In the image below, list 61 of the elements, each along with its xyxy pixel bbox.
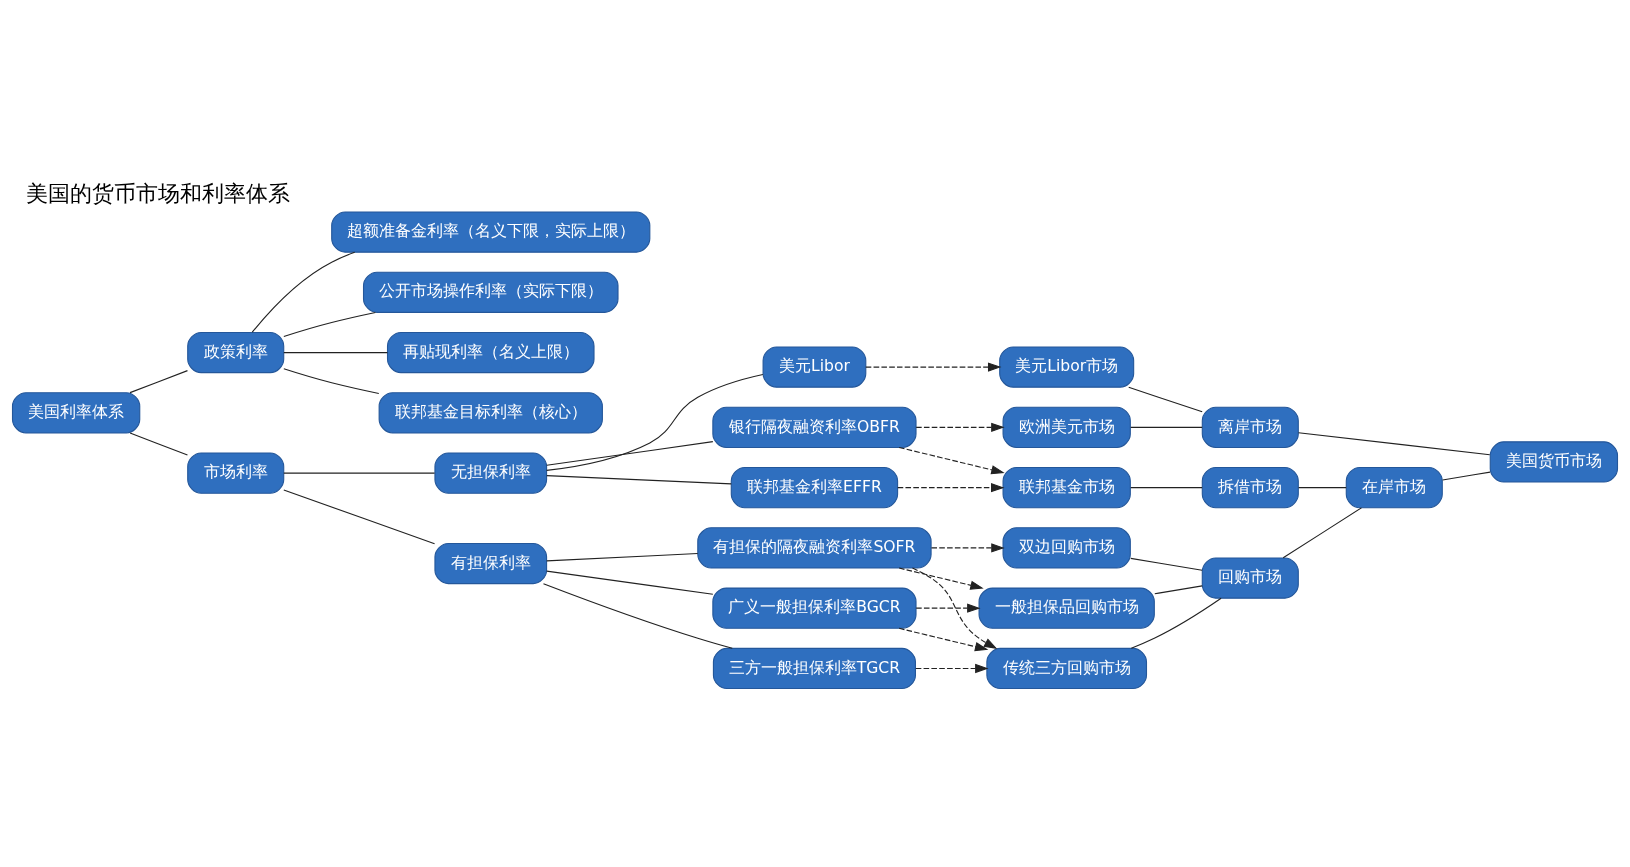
- node-box: 欧洲美元市场: [1002, 406, 1131, 448]
- connector: [546, 475, 732, 485]
- node-box: 广义一般担保利率BGCR: [712, 587, 917, 629]
- node-box: 拆借市场: [1201, 467, 1299, 509]
- node-box: 联邦基金市场: [1002, 467, 1131, 509]
- connector: [129, 432, 189, 456]
- node-box: 美元Libor市场: [999, 346, 1135, 388]
- connector: [542, 583, 733, 649]
- connector: [1130, 557, 1203, 571]
- connector: [283, 311, 376, 337]
- connector: [1128, 386, 1203, 413]
- node-box: 一般担保品回购市场: [978, 587, 1155, 629]
- node-box: 再贴现利率（名义上限）: [386, 331, 595, 374]
- node-box: 有担保利率: [434, 542, 548, 585]
- connector: [1130, 426, 1203, 428]
- node-box: 有担保的隔夜融资利率SOFR: [697, 527, 932, 569]
- arrow: [865, 362, 1002, 372]
- connector: [546, 441, 714, 466]
- arrow: [915, 422, 1005, 433]
- node-box: 无担保利率: [434, 452, 548, 494]
- connector: [1130, 597, 1222, 649]
- node-box: 政策利率: [187, 331, 285, 374]
- connector: [1282, 507, 1362, 559]
- connector: [283, 472, 436, 474]
- node-box: 市场利率: [187, 452, 285, 494]
- arrow: [911, 567, 998, 649]
- arrow: [930, 543, 1005, 553]
- arrow: [898, 627, 989, 652]
- connector: [1297, 432, 1491, 456]
- connector: [1130, 487, 1203, 489]
- node-box: 美元Libor: [762, 346, 867, 388]
- connector: [1298, 487, 1347, 489]
- node-box: 美国货币市场: [1489, 441, 1619, 483]
- diagram-title: 美国的货币市场和利率体系: [25, 179, 290, 206]
- node-box: 回购市场: [1201, 557, 1299, 599]
- connector: [129, 370, 189, 394]
- connector: [546, 552, 699, 562]
- node-box: 在岸市场: [1345, 467, 1443, 509]
- arrow: [898, 446, 1005, 475]
- node-box: 超额准备金利率（名义下限，实际上限）: [331, 211, 651, 253]
- arrow: [915, 663, 989, 674]
- connector: [546, 570, 714, 595]
- connector: [283, 368, 380, 394]
- connector: [283, 352, 388, 354]
- node-box: 离岸市场: [1201, 406, 1299, 448]
- node-box: 联邦基金目标利率（核心）: [378, 392, 603, 434]
- node-box: 银行隔夜融资利率OBFR: [712, 406, 917, 448]
- connector: [1442, 471, 1491, 481]
- arrow: [915, 603, 981, 613]
- node-box: 三方一般担保利率TGCR: [712, 647, 916, 690]
- arrow: [898, 567, 984, 590]
- connector: [546, 373, 764, 471]
- arrow: [897, 482, 1005, 493]
- connector: [251, 251, 356, 333]
- node-box: 双边回购市场: [1002, 527, 1131, 569]
- connector: [1154, 585, 1203, 595]
- node-box: 美国利率体系: [11, 392, 141, 434]
- connector: [283, 489, 436, 545]
- node-box: 联邦基金利率EFFR: [730, 467, 899, 509]
- node-box: 传统三方回购市场: [986, 647, 1148, 690]
- node-box: 公开市场操作利率（实际下限）: [362, 271, 619, 313]
